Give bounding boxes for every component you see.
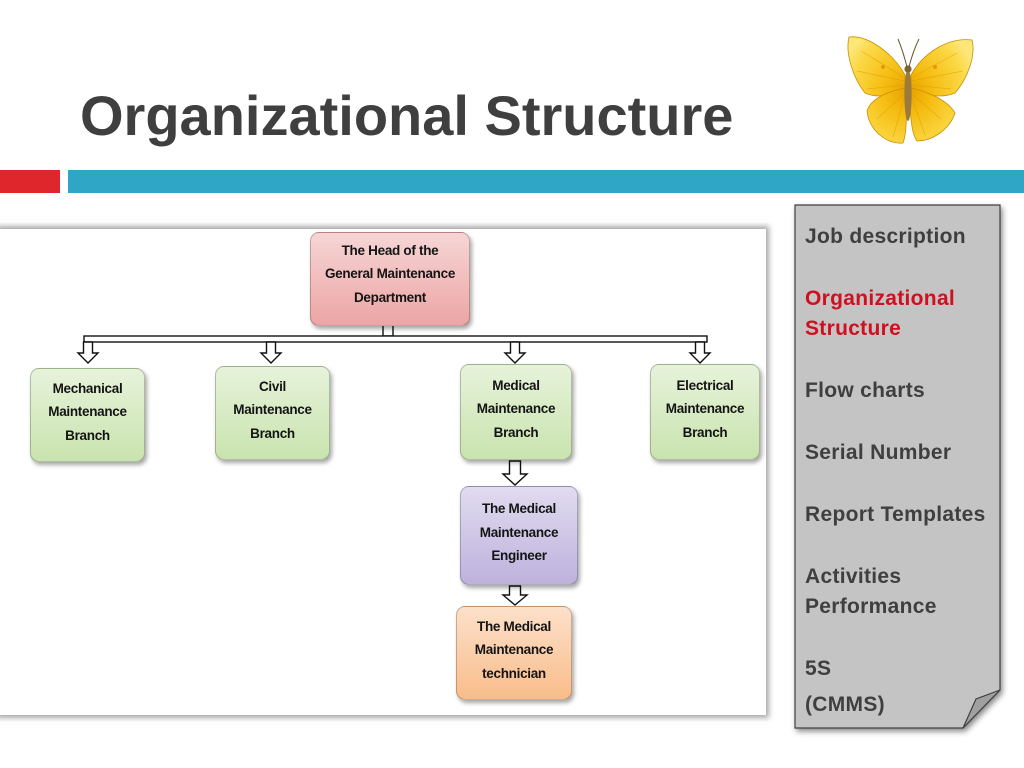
medical-branch-box: Medical Maintenance Branch [460, 364, 572, 460]
node-label-line: Maintenance [474, 642, 554, 658]
node-label-line: Branch [65, 427, 110, 443]
nav-panel-background [794, 204, 1001, 729]
org-chart-connectors [76, 323, 712, 606]
nav-item-serial-number[interactable]: Serial Number [805, 438, 997, 468]
node-label-line: Branch [250, 425, 295, 441]
node-label-line: The Medical [477, 618, 551, 634]
nav-item-organizational-structure[interactable]: Organizational Structure [805, 284, 997, 344]
butterfly-veins [856, 50, 964, 138]
electrical-branch-box: Electrical Maintenance Branch [650, 364, 760, 460]
node-label-line: Branch [493, 424, 539, 440]
node-label-line: Civil [258, 378, 286, 394]
butterfly-icon [847, 36, 974, 144]
civil-branch-box: Civil Maintenance Branch [215, 366, 330, 460]
butterfly-spot [933, 65, 937, 69]
nav-item-label: (CMMS) [805, 693, 885, 716]
node-label-line: Branch [682, 424, 728, 440]
slide-title: Organizational Structure [80, 84, 734, 147]
section-nav: Job description Organizational Structure… [805, 222, 997, 720]
node-label-line: General Maintenance [324, 266, 456, 282]
nav-item-5s-cmms[interactable]: 5S (CMMS) [805, 654, 997, 720]
node-label-line: The Head of the [341, 242, 439, 258]
arrow-to-electrical-branch [688, 341, 712, 364]
nav-item-label: Report Templates [805, 503, 986, 526]
nav-item-label: 5S [805, 657, 832, 680]
butterfly-left-hindwing [866, 87, 907, 144]
node-label-line: Maintenance [479, 524, 559, 540]
node-label-line: Department [353, 289, 426, 305]
medical-technician-box: The Medical Maintenance technician [456, 606, 572, 700]
nav-item-label: Organizational [805, 287, 956, 310]
node-label-line: Maintenance [476, 401, 556, 417]
butterfly-body [904, 69, 912, 121]
nav-item-label: Flow charts [805, 379, 925, 402]
butterfly-right-forewing [910, 39, 974, 97]
connector-bus [83, 335, 708, 343]
node-label-line: Medical [492, 377, 540, 393]
node-label-line: The Medical [482, 501, 556, 517]
arrow-to-civil-branch [259, 341, 283, 364]
node-label-line: Maintenance [233, 402, 312, 418]
nav-item-flow-charts[interactable]: Flow charts [805, 376, 997, 406]
nav-item-label: Structure [805, 317, 902, 340]
medical-engineer-box: The Medical Maintenance Engineer [460, 486, 578, 585]
head-of-department-box: The Head of the General Maintenance Depa… [310, 232, 470, 326]
mechanical-branch-box: Mechanical Maintenance Branch [30, 368, 145, 462]
node-label-line: Mechanical [52, 380, 123, 396]
nav-item-report-templates[interactable]: Report Templates [805, 500, 997, 530]
arrow-to-medical-technician [501, 585, 529, 606]
arrow-to-mechanical-branch [76, 341, 100, 364]
butterfly-antennae [897, 38, 920, 68]
nav-item-activities-performance[interactable]: Activities Performance [805, 562, 997, 622]
nav-item-job-description[interactable]: Job description [805, 222, 997, 252]
node-label-line: Maintenance [665, 401, 745, 417]
nav-item-label: Activities [805, 565, 902, 588]
node-label-line: technician [482, 665, 546, 681]
node-label-line: Electrical [676, 377, 734, 393]
nav-item-label: Serial Number [805, 441, 952, 464]
node-label-line: Engineer [491, 548, 547, 564]
butterfly-right-hindwing [909, 87, 956, 142]
butterfly-head [904, 65, 912, 73]
arrow-to-medical-engineer [501, 460, 529, 486]
nav-item-label: Performance [805, 595, 937, 618]
org-chart-diagram: The Head of the General Maintenance Depa… [0, 229, 766, 715]
folded-corner [962, 689, 1001, 729]
nav-item-label: Job description [805, 225, 966, 248]
butterfly-left-forewing [847, 36, 906, 97]
accent-bar-red [0, 170, 60, 193]
arrow-to-medical-branch [503, 341, 527, 364]
node-label-line: Maintenance [48, 404, 127, 420]
butterfly-spot [881, 65, 885, 69]
accent-bar-blue [68, 170, 1024, 193]
